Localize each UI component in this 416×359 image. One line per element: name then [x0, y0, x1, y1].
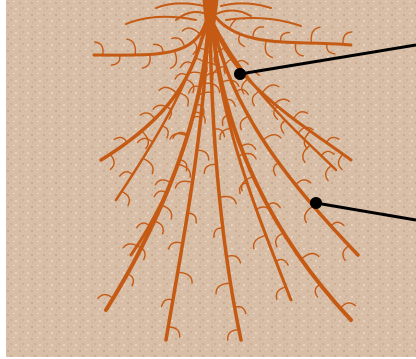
pointer-upper-dot — [234, 68, 246, 80]
pointer-lower-dot — [310, 197, 322, 209]
soil-panel — [6, 0, 416, 357]
root-system-illustration — [6, 0, 416, 357]
